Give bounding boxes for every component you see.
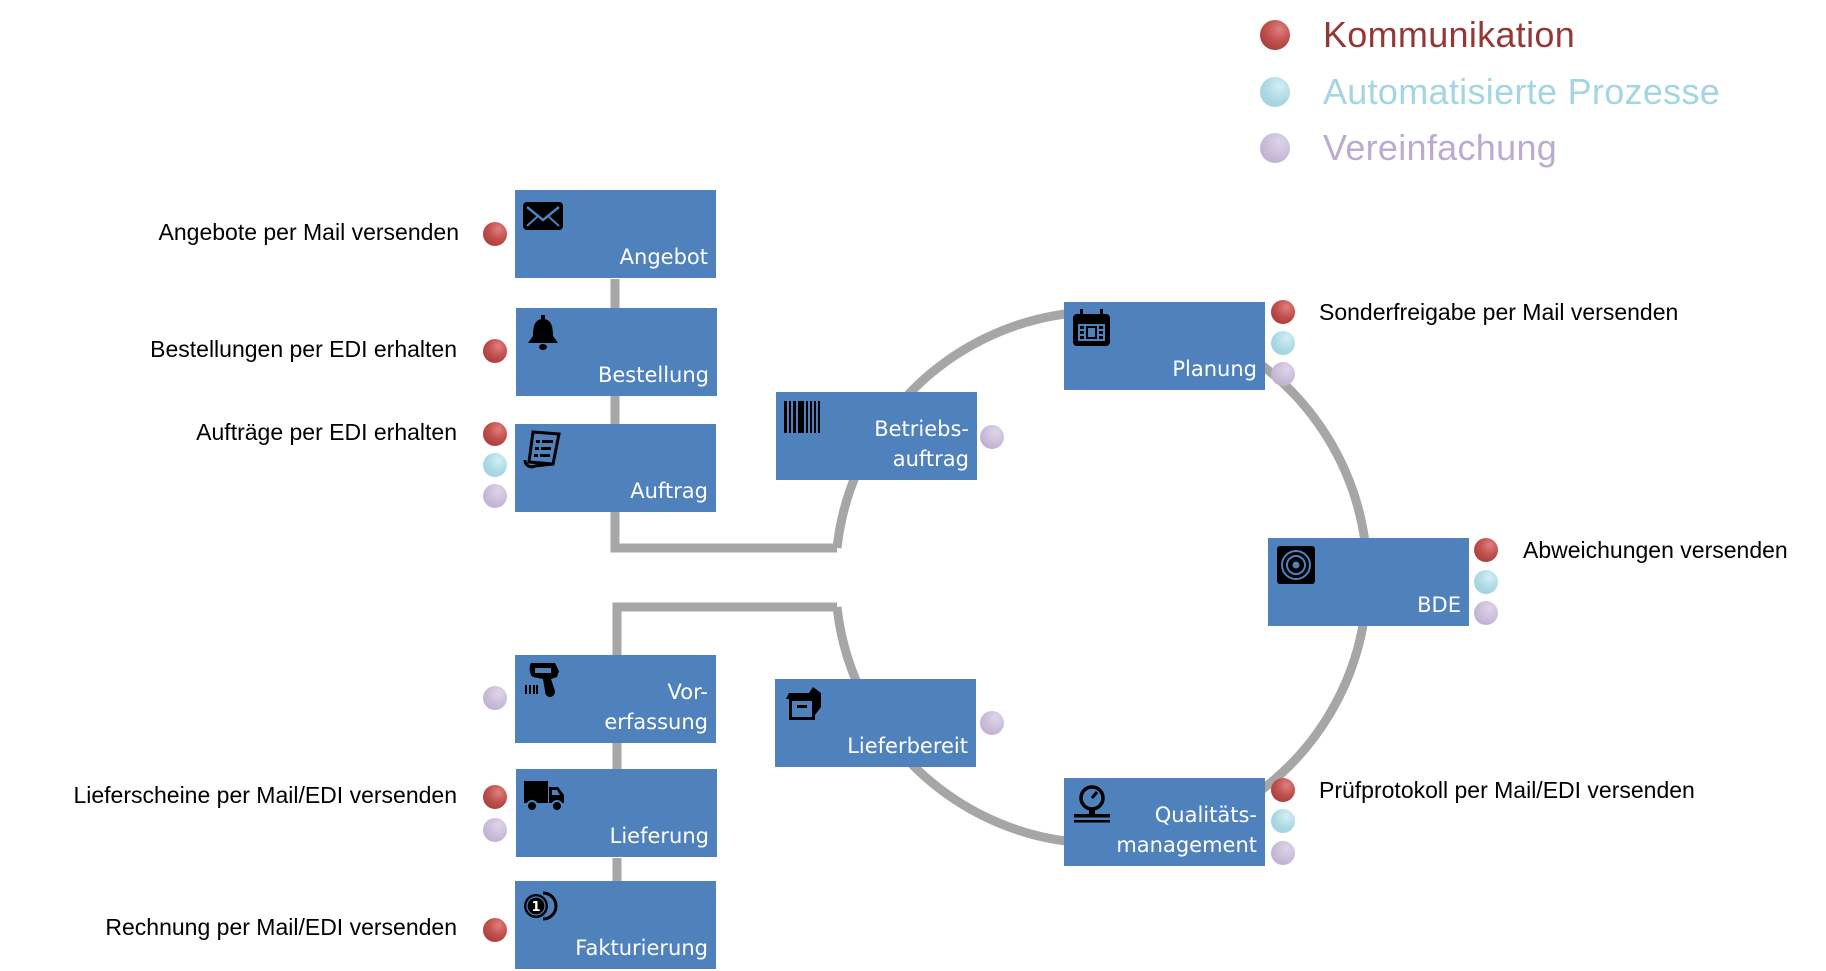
legend-item-kommunikation: Kommunikation: [1260, 10, 1575, 60]
step-label: Lieferbereit: [847, 734, 968, 758]
step-lieferbereit[interactable]: Lieferbereit: [775, 679, 976, 767]
legend-label: Automatisierte Prozesse: [1323, 71, 1721, 112]
marker-kommunikation-bde: [1474, 538, 1498, 562]
marker-kommunikation-angebot: [483, 222, 507, 246]
step-label: Auftrag: [630, 479, 708, 503]
step-fakturierung[interactable]: 1 Fakturierung: [515, 881, 716, 969]
legend-label: Vereinfachung: [1323, 127, 1558, 168]
kommunikation-dot-icon: [1260, 20, 1290, 50]
step-label: Angebot: [619, 245, 708, 269]
marker-vereinfachung-qualitaet: [1271, 841, 1295, 865]
marker-vereinfachung-lieferung: [483, 818, 507, 842]
note-angebot: Angebote per Mail versenden: [158, 219, 459, 245]
calendar-icon: [1073, 309, 1110, 346]
automatisierung-dot-icon: [1260, 77, 1290, 107]
marker-vereinfachung-auftrag: [483, 484, 507, 508]
legend-item-vereinfachung: Vereinfachung: [1260, 123, 1557, 173]
step-label: Bestellung: [597, 363, 709, 387]
step-label: BDE: [1417, 593, 1461, 617]
note-qualitaet: Prüfprotokoll per Mail/EDI versenden: [1319, 777, 1695, 803]
marker-kommunikation-qualitaet: [1271, 778, 1295, 802]
marker-vereinfachung-planung: [1271, 362, 1295, 386]
step-planung[interactable]: Planung: [1064, 302, 1265, 390]
marker-kommunikation-lieferung: [483, 785, 507, 809]
svg-text:1: 1: [531, 900, 540, 915]
step-label: Fakturierung: [575, 936, 708, 960]
step-qualitaetsmanagement[interactable]: Qualitäts- management: [1064, 778, 1265, 866]
step-bde[interactable]: BDE: [1268, 538, 1469, 626]
marker-vereinfachung-vorerfassung: [483, 686, 507, 710]
step-bestellung[interactable]: Bestellung: [516, 308, 717, 396]
coins-icon: 1: [524, 891, 558, 921]
step-label: Lieferung: [609, 824, 709, 848]
bell-icon: [528, 315, 558, 350]
step-lieferung[interactable]: Lieferung: [516, 769, 717, 857]
barcode-scanner-icon: [525, 663, 559, 697]
vereinfachung-dot-icon: [1260, 133, 1290, 163]
marker-kommunikation-planung: [1271, 300, 1295, 324]
marker-vereinfachung-lieferbereit: [980, 711, 1004, 735]
legend-item-automatisierung: Automatisierte Prozesse: [1260, 67, 1720, 117]
step-label: Qualitäts- management: [1116, 803, 1257, 857]
legend-label: Kommunikation: [1323, 14, 1576, 55]
note-lieferung: Lieferscheine per Mail/EDI versenden: [73, 782, 457, 808]
envelope-icon: [523, 202, 563, 230]
marker-kommunikation-bestellung: [483, 339, 507, 363]
truck-icon: [524, 781, 564, 812]
step-label: Vor- erfassung: [604, 680, 708, 734]
connector-cycle-vorerfassung: [612, 602, 837, 655]
step-betriebsauftrag[interactable]: Betriebs- auftrag: [776, 392, 977, 480]
note-auftrag: Aufträge per EDI erhalten: [196, 419, 457, 445]
marker-kommunikation-auftrag: [483, 422, 507, 446]
marker-kommunikation-fakturierung: [483, 918, 507, 942]
note-fakturierung: Rechnung per Mail/EDI versenden: [105, 914, 457, 940]
gauge-icon: [1074, 785, 1110, 823]
note-planung: Sonderfreigabe per Mail versenden: [1319, 299, 1679, 325]
marker-automatisierung-planung: [1271, 331, 1295, 355]
step-angebot[interactable]: Angebot: [515, 190, 716, 278]
note-bde: Abweichungen versenden: [1523, 537, 1788, 563]
step-auftrag[interactable]: Auftrag: [515, 424, 716, 512]
marker-automatisierung-bde: [1474, 570, 1498, 594]
step-vorerfassung[interactable]: Vor- erfassung: [515, 655, 716, 743]
package-icon: [786, 687, 821, 720]
marker-vereinfachung-bde: [1474, 601, 1498, 625]
marker-automatisierung-qualitaet: [1271, 809, 1295, 833]
document-list-icon: [523, 430, 561, 469]
target-icon: [1277, 546, 1315, 584]
step-label: Betriebs- auftrag: [874, 417, 969, 471]
note-bestellung: Bestellungen per EDI erhalten: [150, 336, 457, 362]
barcode-icon: [784, 401, 820, 433]
step-label: Planung: [1172, 357, 1257, 381]
marker-vereinfachung-betriebsauftrag: [980, 425, 1004, 449]
marker-automatisierung-auftrag: [483, 453, 507, 477]
connector-auftrag-cycle: [610, 512, 837, 553]
